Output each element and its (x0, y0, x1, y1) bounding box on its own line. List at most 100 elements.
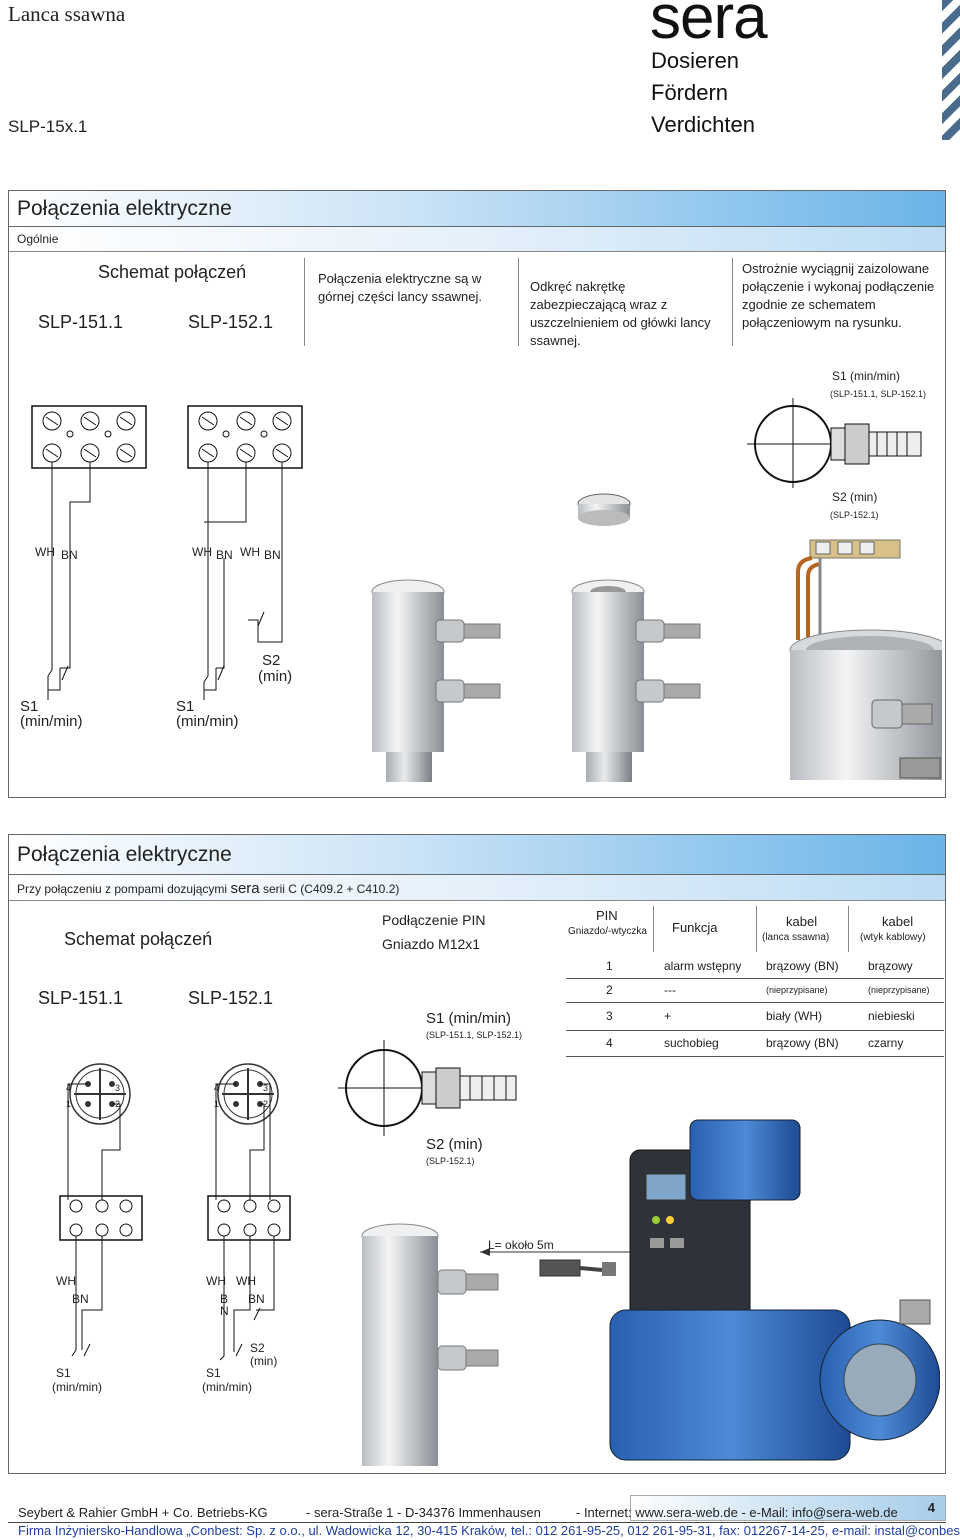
switch-s1-a (83, 1343, 91, 1357)
switch-s1-sub: (min/min) (52, 1380, 102, 1394)
s1-label: S1 (min/min) (426, 1010, 512, 1027)
footer-divider (8, 1522, 946, 1523)
model-slp-151: SLP-151.1 (38, 312, 124, 332)
wire-wh-label: WH (192, 545, 212, 559)
schema-title: Schemat połączeń (64, 929, 213, 949)
pin-table: PIN Gniazdo/-wtyczka Funkcja kabel (lanc… (566, 906, 946, 952)
terminal-block-slp151 (59, 1195, 143, 1241)
lance-open-image (571, 579, 701, 782)
switch-s2-label: S2 (250, 1341, 265, 1355)
terminal-block-slp152 (207, 1195, 291, 1241)
table-cell: czarny (864, 1030, 944, 1057)
table-row: 4 suchobieg brązowy (BN) czarny (566, 1030, 944, 1057)
subtitle-prefix: Przy połączeniu z pompami dozującymi (17, 882, 228, 896)
step-2-text: Odkręć nakrętkę zabezpieczającą wraz z u… (530, 279, 711, 348)
switch-s1-label: S1 (206, 1366, 221, 1380)
subtitle-suffix: serii C (C409.2 + C410.2) (262, 882, 400, 896)
wire-n-label: N (220, 1304, 229, 1318)
table-cell: --- (660, 978, 762, 1003)
table-row: 3 + biały (WH) niebieski (566, 1002, 944, 1031)
pin-table-body: 1 alarm wstępny brązowy (BN) brązowy 2 -… (566, 954, 944, 1057)
wires-slp152 (203, 462, 283, 700)
s2-label: S2 (min) (832, 490, 878, 504)
col-pin-sub: Gniazdo/-wtyczka (568, 926, 647, 937)
table-cell: brązowy (BN) (762, 954, 864, 979)
wire-b-label: B (220, 1292, 229, 1306)
pin-connection-title: Podłączenie PIN (382, 912, 486, 928)
step-1-text: Połączenia elektryczne są w górnej częśc… (318, 271, 483, 304)
brand-slogan-3: Verdichten (651, 112, 755, 137)
lance-image (361, 1223, 499, 1466)
product-code: SLP-15x.1 (8, 117, 88, 136)
col-cable-lance-sub: (lanca ssawna) (762, 932, 830, 943)
model-slp-152: SLP-152.1 (188, 312, 274, 332)
wire-wh-label: WH (236, 1274, 256, 1288)
table-cell: (nieprzypisane) (762, 978, 864, 1003)
switch-s1-b (217, 665, 225, 681)
table-cell: 2 (566, 978, 660, 1003)
pin-number: 3 (115, 1083, 121, 1093)
table-cell: 4 (566, 1030, 660, 1057)
divider (304, 258, 305, 346)
m12-pin-diagram-a (69, 1063, 131, 1125)
pin-number: 4 (66, 1083, 72, 1093)
divider (732, 258, 733, 346)
subtitle-brand: sera (230, 880, 260, 897)
col-cable-plug: kabel (882, 914, 914, 929)
switch-s1-label: S1 (56, 1366, 71, 1380)
wiring-diagram-section2 (59, 1063, 291, 1361)
wire-wh-label: WH (206, 1274, 226, 1288)
col-cable-lance: kabel (786, 914, 818, 929)
pin-number: 1 (66, 1099, 72, 1109)
switch-s1-label: S1 (176, 698, 195, 715)
col-cable-plug-sub: (wtyk kablowy) (860, 932, 926, 943)
table-cell: brązowy (BN) (762, 1030, 864, 1057)
footer-address: - sera-Straße 1 - D-34376 Immenhausen (306, 1505, 541, 1520)
cap-image (577, 493, 631, 526)
section-general-connections: Połączenia elektryczne Ogólnie (8, 190, 946, 798)
socket-type: Gniazdo M12x1 (382, 936, 481, 952)
m12-pin-diagram-b (217, 1063, 279, 1125)
pin-number: 2 (263, 1099, 269, 1109)
wire-bn-label: BN (264, 548, 281, 562)
divider (756, 906, 757, 952)
model-slp-151: SLP-151.1 (38, 988, 124, 1008)
section-header: Połączenia elektryczne (9, 191, 945, 227)
s1-models: (SLP-151.1, SLP-152.1) (830, 389, 927, 399)
switch-s1-sub: (min/min) (20, 713, 83, 730)
section-pump-connections: Połączenia elektryczne Przy połączeniu z… (8, 834, 946, 1474)
col-function: Funkcja (672, 920, 718, 935)
connector-head-illustration (338, 1040, 517, 1136)
lance-wired-image (789, 539, 942, 780)
wire-bn-label: BN (216, 548, 233, 562)
divider (848, 906, 849, 952)
wire-wh-label: WH (56, 1274, 76, 1288)
table-cell: biały (WH) (762, 1002, 864, 1031)
section-header: Połączenia elektryczne (9, 835, 945, 875)
wire-wh-label: WH (240, 545, 260, 559)
col-pin: PIN (596, 908, 618, 923)
switch-s1-sub: (min/min) (202, 1380, 252, 1394)
switch-s1-a (61, 665, 69, 681)
switch-s2-b (253, 1307, 261, 1321)
switch-s2-b (257, 611, 265, 627)
brand-slogan-1: Dosieren (651, 48, 740, 73)
table-cell: brązowy (864, 954, 944, 979)
footer-distributor: Firma Inżyniersko-Handlowa „Conbest: Sp.… (18, 1523, 960, 1538)
brand-logo-text: sera (650, 0, 768, 52)
section-title: Połączenia elektryczne (17, 843, 232, 866)
lance-and-pump-illustration (361, 1119, 940, 1466)
document-title: Lanca ssawna (8, 2, 126, 26)
table-cell: suchobieg (660, 1030, 762, 1057)
pin-number: 4 (214, 1083, 220, 1093)
table-cell: 3 (566, 1002, 660, 1031)
switch-s1-b (235, 1343, 243, 1357)
table-cell: alarm wstępny (660, 954, 762, 979)
switch-s1-label: S1 (20, 698, 39, 715)
section-subtitle: Przy połączeniu z pompami dozującymi ser… (9, 875, 945, 901)
pin-number: 3 (263, 1083, 269, 1093)
table-cell: 1 (566, 954, 660, 979)
model-slp-152: SLP-152.1 (188, 988, 274, 1008)
suction-lance-photos (371, 493, 942, 782)
switch-s2-sub: (min) (258, 668, 293, 685)
